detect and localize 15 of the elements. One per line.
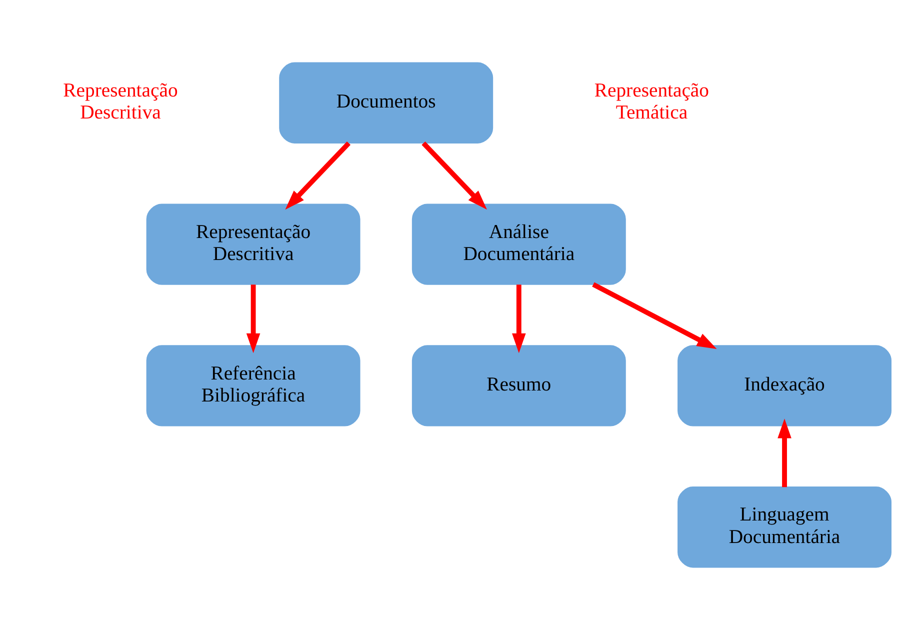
- node-box: Referência Bibliográfica: [146, 345, 360, 426]
- label: Representação Temática: [594, 79, 709, 124]
- arrow: [592, 282, 716, 350]
- label: Representação Descritiva: [62, 79, 178, 124]
- arrow: [777, 418, 791, 488]
- node-box: Análise Documentária: [411, 204, 626, 285]
- arrow: [284, 141, 350, 210]
- arrow: [512, 284, 526, 354]
- arrow: [246, 284, 260, 354]
- arrow: [421, 142, 486, 210]
- node-box: Documentos: [278, 62, 493, 144]
- node-box: Linguagem Documentária: [677, 486, 891, 568]
- node-box: Representação Descritiva: [146, 204, 360, 285]
- node-box: Resumo: [411, 345, 626, 426]
- node-box: Indexação: [677, 345, 891, 426]
